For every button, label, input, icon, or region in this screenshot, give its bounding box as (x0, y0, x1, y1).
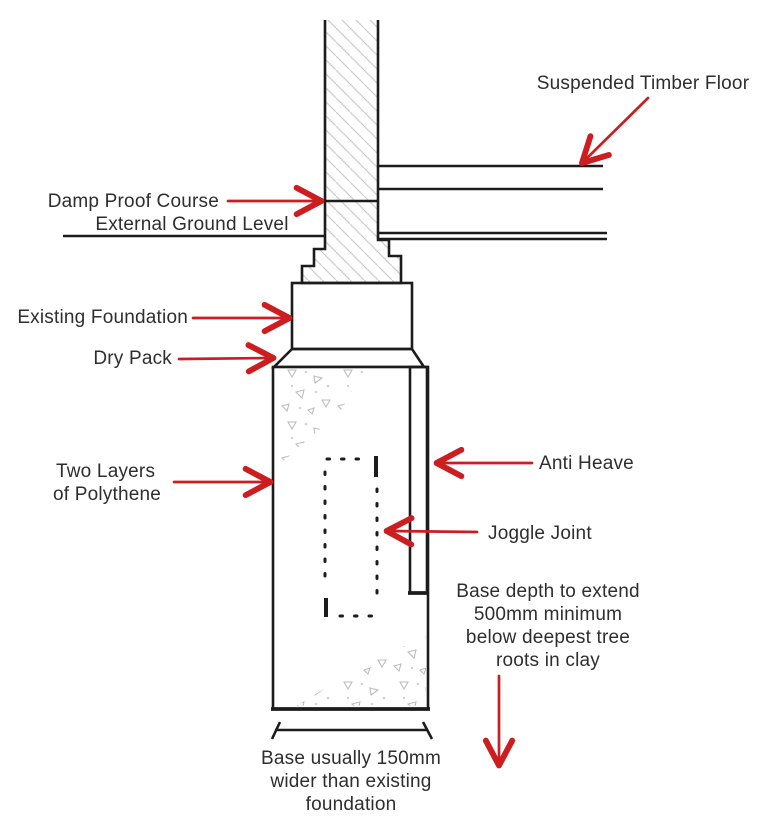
label-base-depth-line3: below deepest tree (466, 627, 630, 648)
label-anti-heave: Anti Heave (539, 453, 634, 474)
arrow-suspended-timber-floor (579, 96, 650, 166)
wall-hatch-fill (302, 20, 401, 283)
arrow-dry-pack (177, 342, 277, 375)
suspended-floor-lines (378, 164, 607, 241)
existing-foundation-block (290, 281, 414, 351)
label-base-depth-line4: roots in clay (496, 650, 600, 671)
label-damp-proof-course: Damp Proof Course (48, 191, 219, 212)
label-base-depth-line1: Base depth to extend (456, 581, 640, 602)
brick-wall (300, 20, 403, 285)
label-suspended-timber-floor: Suspended Timber Floor (537, 73, 750, 94)
base-concrete-patch-top (276, 369, 365, 468)
label-base-depth-note: Base depth to extend 500mm minimum below… (456, 581, 640, 671)
label-base-width-line3: foundation (306, 794, 397, 815)
label-dry-pack: Dry Pack (93, 348, 172, 369)
annotation-labels: Suspended Timber Floor Damp Proof Course… (17, 73, 749, 815)
base-concrete-patch-bottom (296, 636, 426, 706)
label-base-width-note: Base usually 150mm wider than existing f… (261, 748, 441, 815)
label-existing-foundation: Existing Foundation (17, 307, 188, 328)
new-base-block (271, 365, 430, 711)
label-base-width-line2: wider than existing (269, 771, 431, 792)
label-base-width-line1: Base usually 150mm (261, 748, 441, 769)
label-two-layers-line2: of Polythene (53, 484, 161, 505)
joggle-joint-dotted (323, 456, 379, 618)
dry-pack-band (270, 347, 427, 369)
base-width-dimension (270, 721, 434, 740)
label-external-ground-level: External Ground Level (95, 214, 288, 235)
arrow-joggle-joint (383, 515, 479, 548)
annotation-arrows (172, 96, 650, 769)
label-two-layers-line1: Two Layers (56, 461, 155, 482)
label-base-depth-line2: 500mm minimum (474, 604, 622, 625)
label-joggle-joint: Joggle Joint (488, 523, 592, 544)
dimension-tick-right (421, 721, 434, 740)
anti-heave-strip (408, 365, 429, 595)
dimension-tick-left (270, 721, 282, 740)
